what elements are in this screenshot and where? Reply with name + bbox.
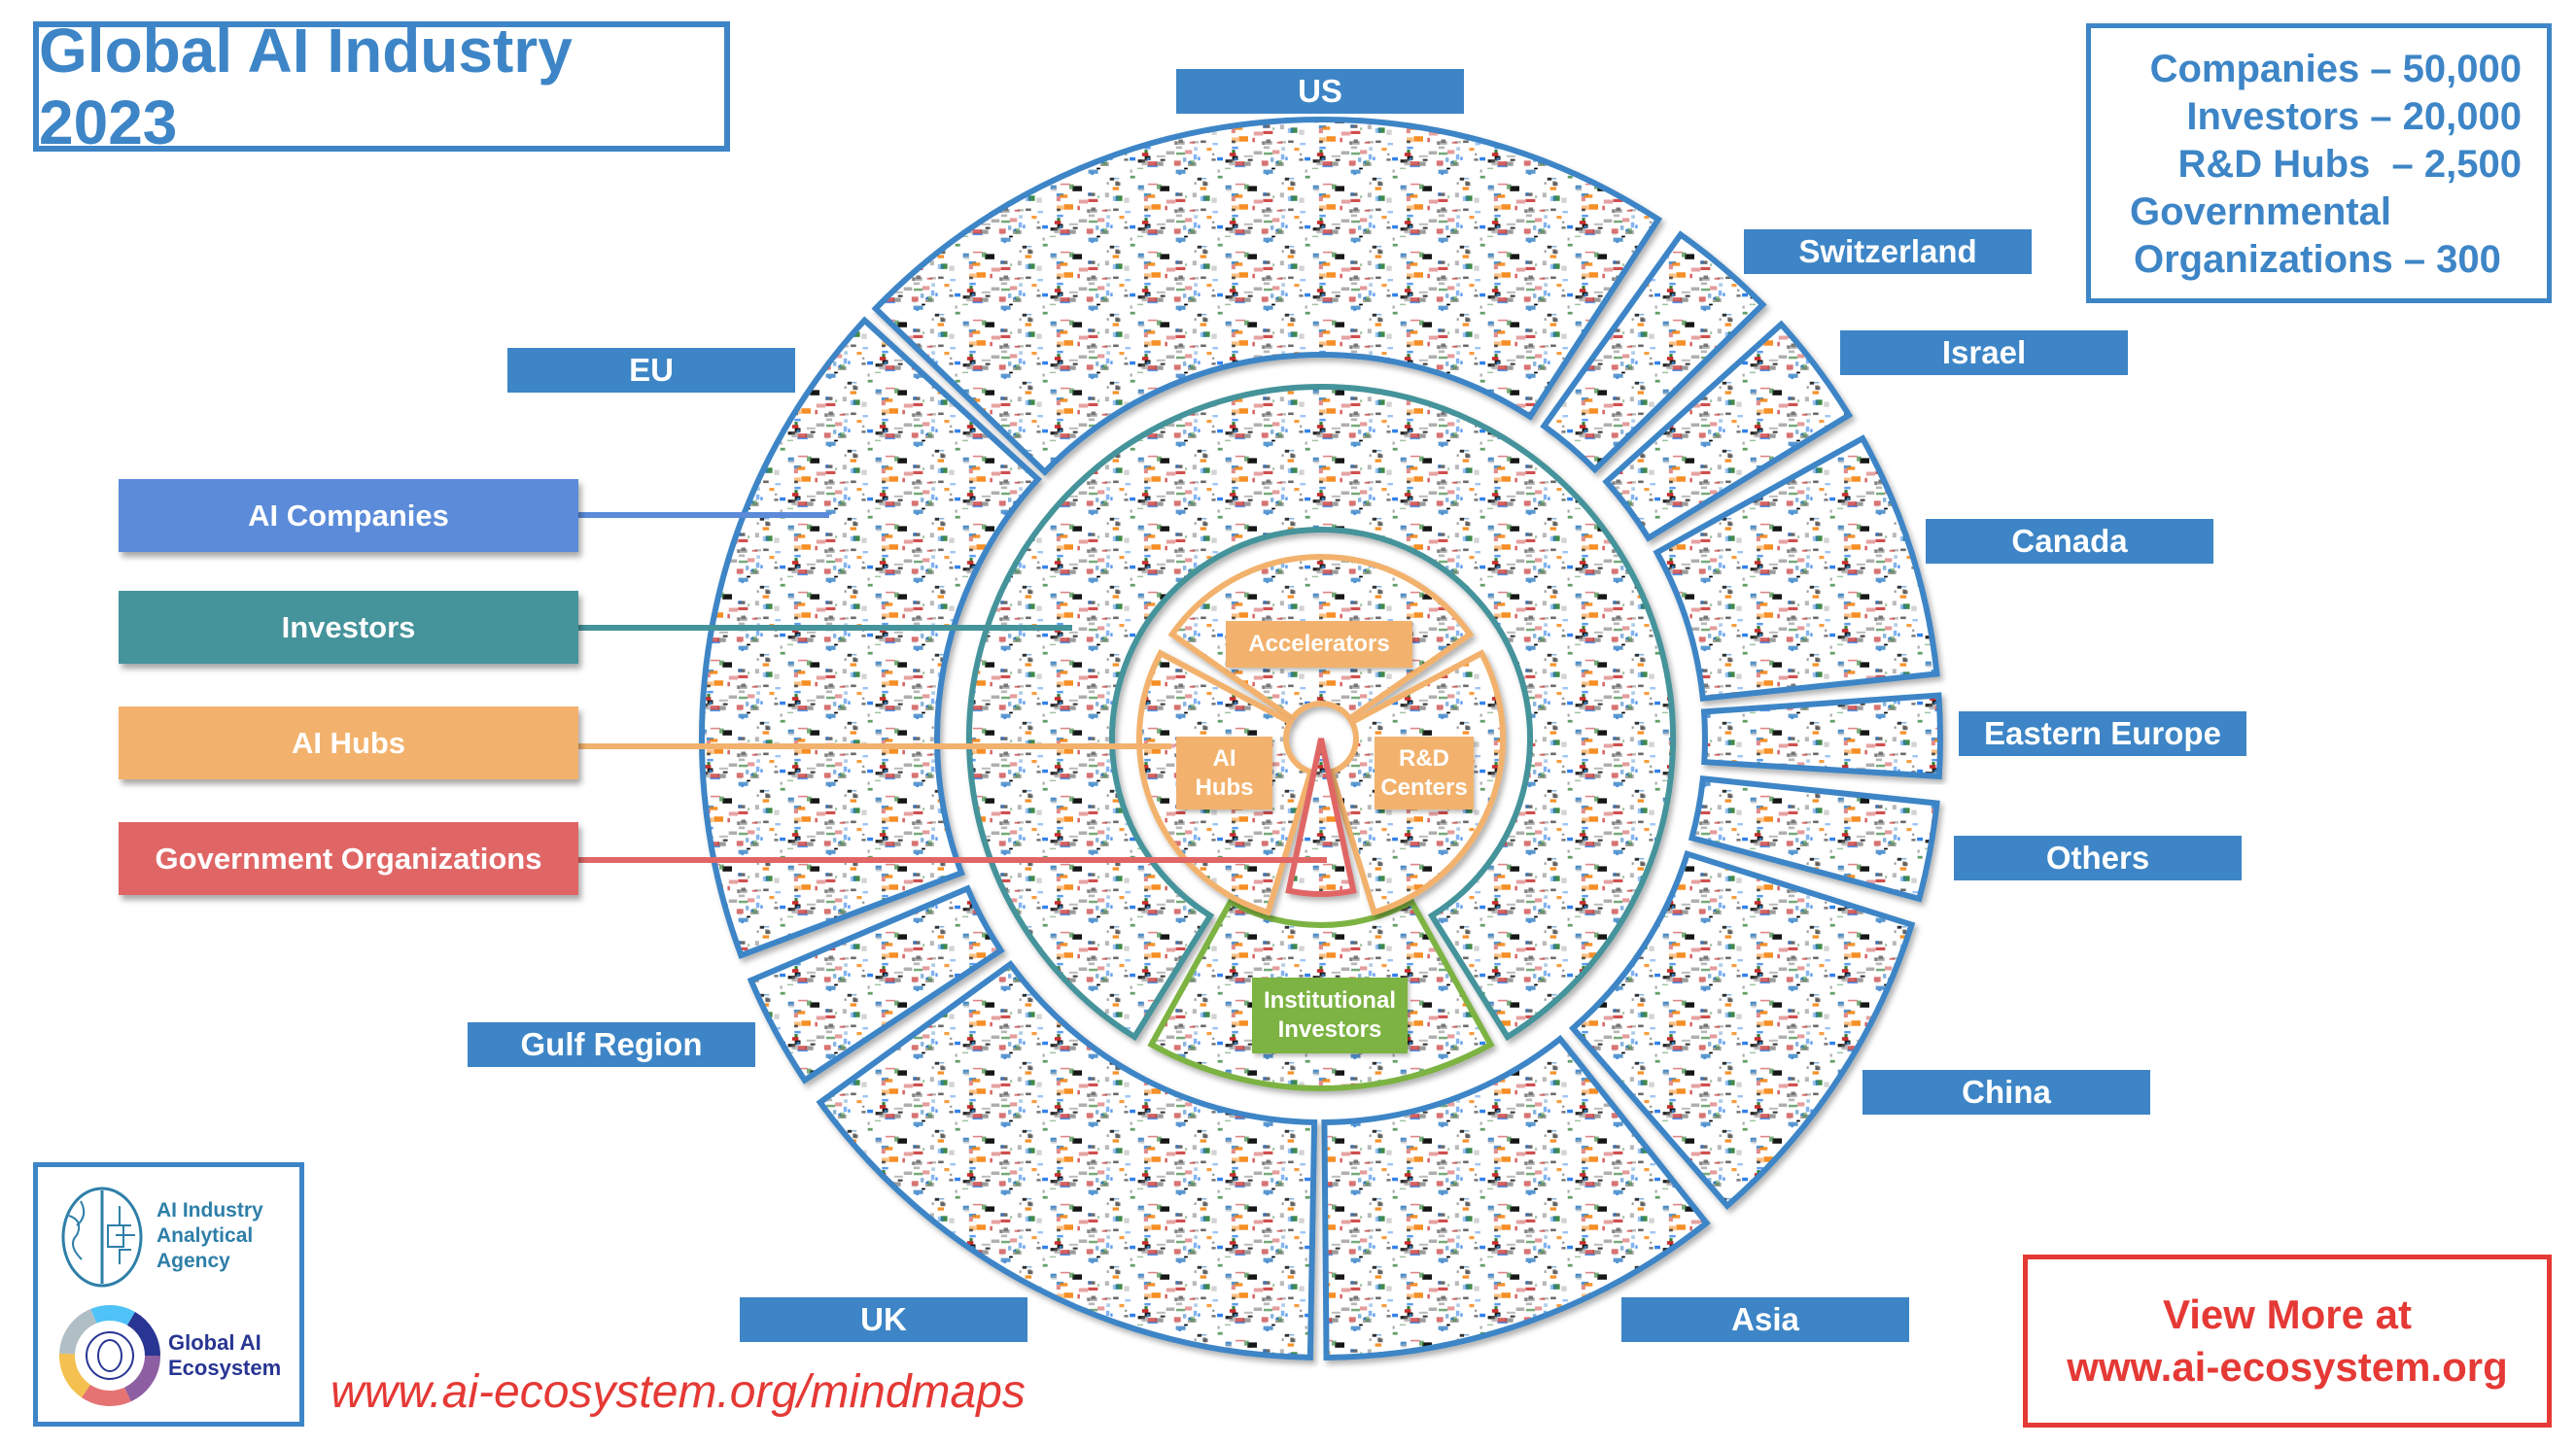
stat-rd-hubs: R&D Hubs – 2,500 — [2177, 143, 2522, 186]
region-label-uk: UK — [740, 1297, 1027, 1342]
segment-asia — [1321, 1034, 1711, 1361]
segment-canada — [1653, 434, 1940, 703]
investors-connector — [578, 625, 1072, 631]
segment-gulf — [747, 884, 1005, 1084]
stat-gov-1: Governmental — [2130, 190, 2391, 233]
region-label-eu: EU — [507, 348, 795, 393]
brain-circuit-icon — [61, 1187, 143, 1288]
legend-government: Government Organizations — [119, 822, 578, 895]
title-box: Global AI Industry 2023 — [33, 16, 730, 157]
stat-gov-2: Organizations – 300 — [2134, 238, 2501, 281]
region-label-switzerland: Switzerland — [1744, 229, 2032, 274]
stat-investors: Investors – 20,000 — [2186, 95, 2522, 138]
inst-label-line2: Investors — [1277, 1016, 1382, 1043]
global-ai-ecosystem-logo-icon — [59, 1305, 160, 1406]
agency-line2: Analytical — [157, 1224, 254, 1247]
segment-switzerland — [1540, 230, 1767, 474]
segment-eu — [699, 316, 1043, 959]
segment-eastern-europe — [1700, 692, 1943, 780]
view-more-link[interactable]: www.ai-ecosystem.org — [2067, 1344, 2508, 1390]
segment-israel — [1602, 320, 1854, 542]
hubs-connector — [578, 743, 1171, 749]
segment-uk — [816, 959, 1318, 1360]
segment-china — [1568, 850, 1916, 1210]
legend-ai-companies: AI Companies — [119, 479, 578, 552]
region-label-china: China — [1862, 1070, 2150, 1115]
gov-connector — [578, 857, 1327, 863]
region-label-asia: Asia — [1621, 1297, 1909, 1342]
ecosystem-logo-text: Global AI Ecosystem — [168, 1330, 281, 1381]
rd-label-line1: R&D — [1399, 744, 1449, 772]
legend-investors: Investors — [119, 591, 578, 664]
region-label-us: US — [1176, 69, 1464, 114]
region-label-others: Others — [1954, 836, 2242, 880]
region-label-gulf: Gulf Region — [468, 1022, 755, 1067]
accelerators-label: Accelerators — [1226, 621, 1412, 668]
view-more-line1: View More at — [2163, 1291, 2412, 1337]
page-title: Global AI Industry 2023 — [39, 16, 573, 157]
agency-logo-text: AI Industry Analytical Agency — [157, 1198, 263, 1274]
legend-ai-hubs: AI Hubs — [119, 706, 578, 779]
segment-government — [1285, 738, 1357, 897]
companies-connector — [578, 512, 829, 518]
region-label-eastern-europe: Eastern Europe — [1959, 711, 2246, 756]
view-more-box[interactable]: View More at www.ai-ecosystem.org — [2023, 1255, 2552, 1428]
logos-box: AI Industry Analytical Agency Global AI … — [33, 1162, 304, 1427]
rd-label-line2: Centers — [1380, 774, 1468, 801]
stat-companies: Companies – 50,000 — [2149, 48, 2522, 90]
region-label-israel: Israel — [1840, 330, 2128, 375]
segment-others — [1688, 775, 1940, 903]
agency-line1: AI Industry — [157, 1199, 263, 1222]
ecosystem-line1: Global AI — [168, 1330, 261, 1355]
segment-us — [871, 117, 1663, 476]
ecosystem-line2: Ecosystem — [168, 1356, 282, 1380]
mindmaps-link[interactable]: www.ai-ecosystem.org/mindmaps — [331, 1366, 1026, 1418]
ai-hubs-label-line2: Hubs — [1195, 774, 1254, 801]
region-label-canada: Canada — [1926, 519, 2213, 564]
segment-investors — [966, 383, 1676, 1042]
stats-box: Companies – 50,000 Investors – 20,000 R&… — [2086, 23, 2552, 303]
inst-label-line1: Institutional — [1264, 987, 1396, 1014]
ai-hubs-label-line1: AI — [1212, 744, 1236, 772]
agency-line3: Agency — [157, 1250, 230, 1272]
